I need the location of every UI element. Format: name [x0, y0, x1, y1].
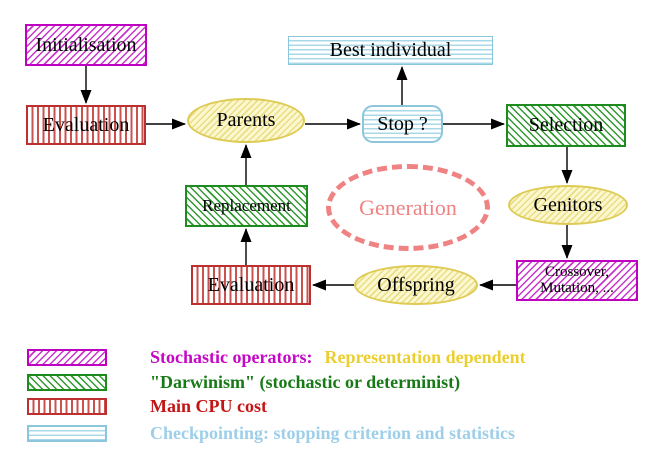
node-evaluation-top: Evaluation — [26, 105, 146, 145]
node-genitors: Genitors — [508, 185, 628, 225]
node-parents-label: Parents — [216, 109, 276, 131]
node-crossover-label-line1: Crossover, — [545, 263, 609, 280]
node-best-individual-label: Best individual — [329, 39, 452, 61]
legend-row-main-cpu-cost: Main CPU cost — [27, 396, 267, 417]
node-evaluation-top-label: Evaluation — [42, 113, 130, 136]
node-genitors-label: Genitors — [533, 193, 603, 216]
node-evaluation-mid-label: Evaluation — [207, 273, 295, 296]
legend-swatch-red-vertical-lines — [27, 398, 107, 415]
legend-swatch-cyan-horizontal-lines — [27, 425, 107, 442]
node-parents: Parents — [187, 98, 305, 143]
legend-label-darwinism: "Darwinism" (stochastic or determinist) — [150, 372, 461, 392]
node-generation-label: Generation — [359, 194, 457, 220]
legend-swatch-green-hatch — [27, 374, 107, 391]
legend-label-checkpointing: Checkpointing: stopping criterion and st… — [150, 423, 516, 443]
node-replacement: Replacement — [185, 185, 308, 227]
node-crossover-mutation: Crossover, Mutation, ... — [516, 260, 638, 301]
legend-row-darwinism: "Darwinism" (stochastic or determinist) — [27, 372, 460, 393]
node-initialisation: Initialisation — [25, 24, 147, 66]
node-generation-loop: Generation — [326, 164, 490, 251]
node-offspring-label: Offspring — [377, 273, 455, 296]
node-best-individual: Best individual — [288, 36, 493, 65]
node-replacement-label: Replacement — [202, 196, 291, 216]
node-offspring: Offspring — [354, 265, 478, 305]
legend-row-checkpointing: Checkpointing: stopping criterion and st… — [27, 423, 515, 444]
node-stop-condition: Stop ? — [362, 105, 443, 143]
node-selection-label: Selection — [528, 114, 604, 136]
node-stop-label: Stop ? — [377, 112, 428, 135]
node-selection: Selection — [506, 104, 626, 147]
legend-label-representation-dependent: Representation dependent — [324, 347, 526, 367]
legend-label-stochastic-operators: Stochastic operators: — [150, 347, 313, 367]
node-crossover-label-line2: Mutation, ... — [540, 279, 614, 296]
node-evaluation-mid: Evaluation — [191, 265, 311, 305]
legend-label-main-cpu-cost: Main CPU cost — [150, 396, 267, 416]
legend-row-stochastic-operators: Stochastic operators: Representation dep… — [27, 347, 526, 368]
node-initialisation-label: Initialisation — [35, 33, 137, 56]
legend-swatch-magenta-hatch — [27, 349, 107, 366]
